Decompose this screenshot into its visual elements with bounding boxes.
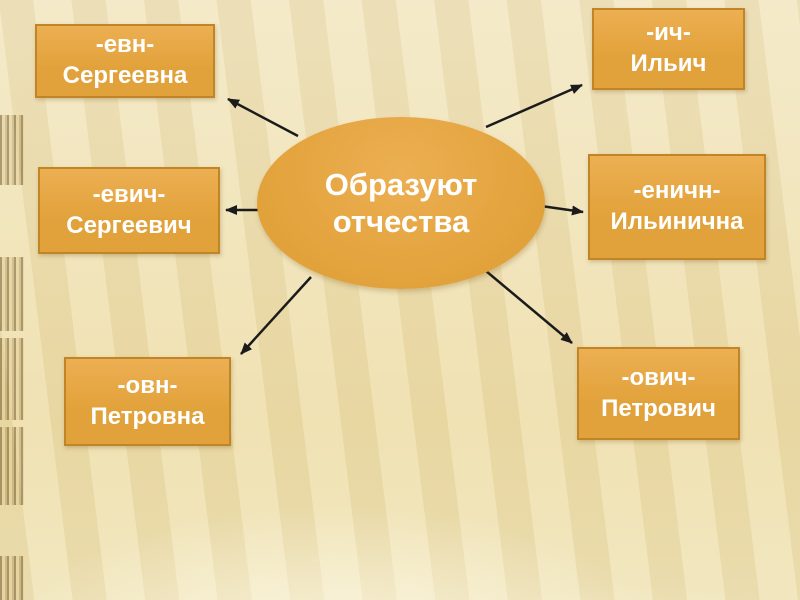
node-enichn-ilinichna: -еничн- Ильинична	[588, 154, 766, 260]
node-evich-sergeevich: -евич- Сергеевич	[38, 167, 220, 254]
arrow-to-top-left	[227, 97, 299, 138]
node-suffix: -овн-	[117, 371, 178, 399]
center-node-line1: Образуют	[324, 166, 478, 202]
decor-ribbed-stripe	[0, 257, 24, 331]
node-ovich-petrovich: -ович- Петрович	[577, 347, 740, 440]
node-suffix: -еничн-	[633, 177, 721, 205]
node-ich-ilich: -ич- Ильич	[592, 8, 745, 90]
decor-ribbed-stripe	[0, 556, 24, 600]
node-example: Ильинична	[610, 208, 744, 235]
node-example: Петровна	[90, 402, 205, 430]
node-example: Петрович	[601, 394, 716, 422]
node-suffix: -ич-	[646, 19, 691, 47]
arrow-to-mid-right	[540, 204, 584, 216]
arrow-to-bottom-right	[485, 270, 573, 344]
node-ovn-petrovna: -овн- Петровна	[64, 357, 231, 446]
arrow-to-top-right	[485, 83, 583, 129]
node-example: Сергеевна	[62, 62, 188, 89]
node-suffix: -евич-	[92, 180, 166, 208]
decor-ribbed-stripe	[0, 338, 24, 420]
center-node-line2: отчества	[332, 204, 470, 239]
node-example: Сергеевич	[66, 211, 192, 239]
center-node-obrazuyut-otchestva: Образуют отчества	[257, 117, 545, 289]
decor-ribbed-stripe	[0, 427, 24, 505]
node-suffix: -ович-	[621, 363, 696, 391]
node-example: Ильич	[630, 50, 707, 77]
decor-ribbed-stripe	[0, 115, 24, 185]
node-suffix: -евн-	[95, 31, 155, 59]
arrow-to-bottom-left	[240, 276, 312, 355]
node-evn-sergeevna: -евн- Сергеевна	[35, 24, 215, 98]
